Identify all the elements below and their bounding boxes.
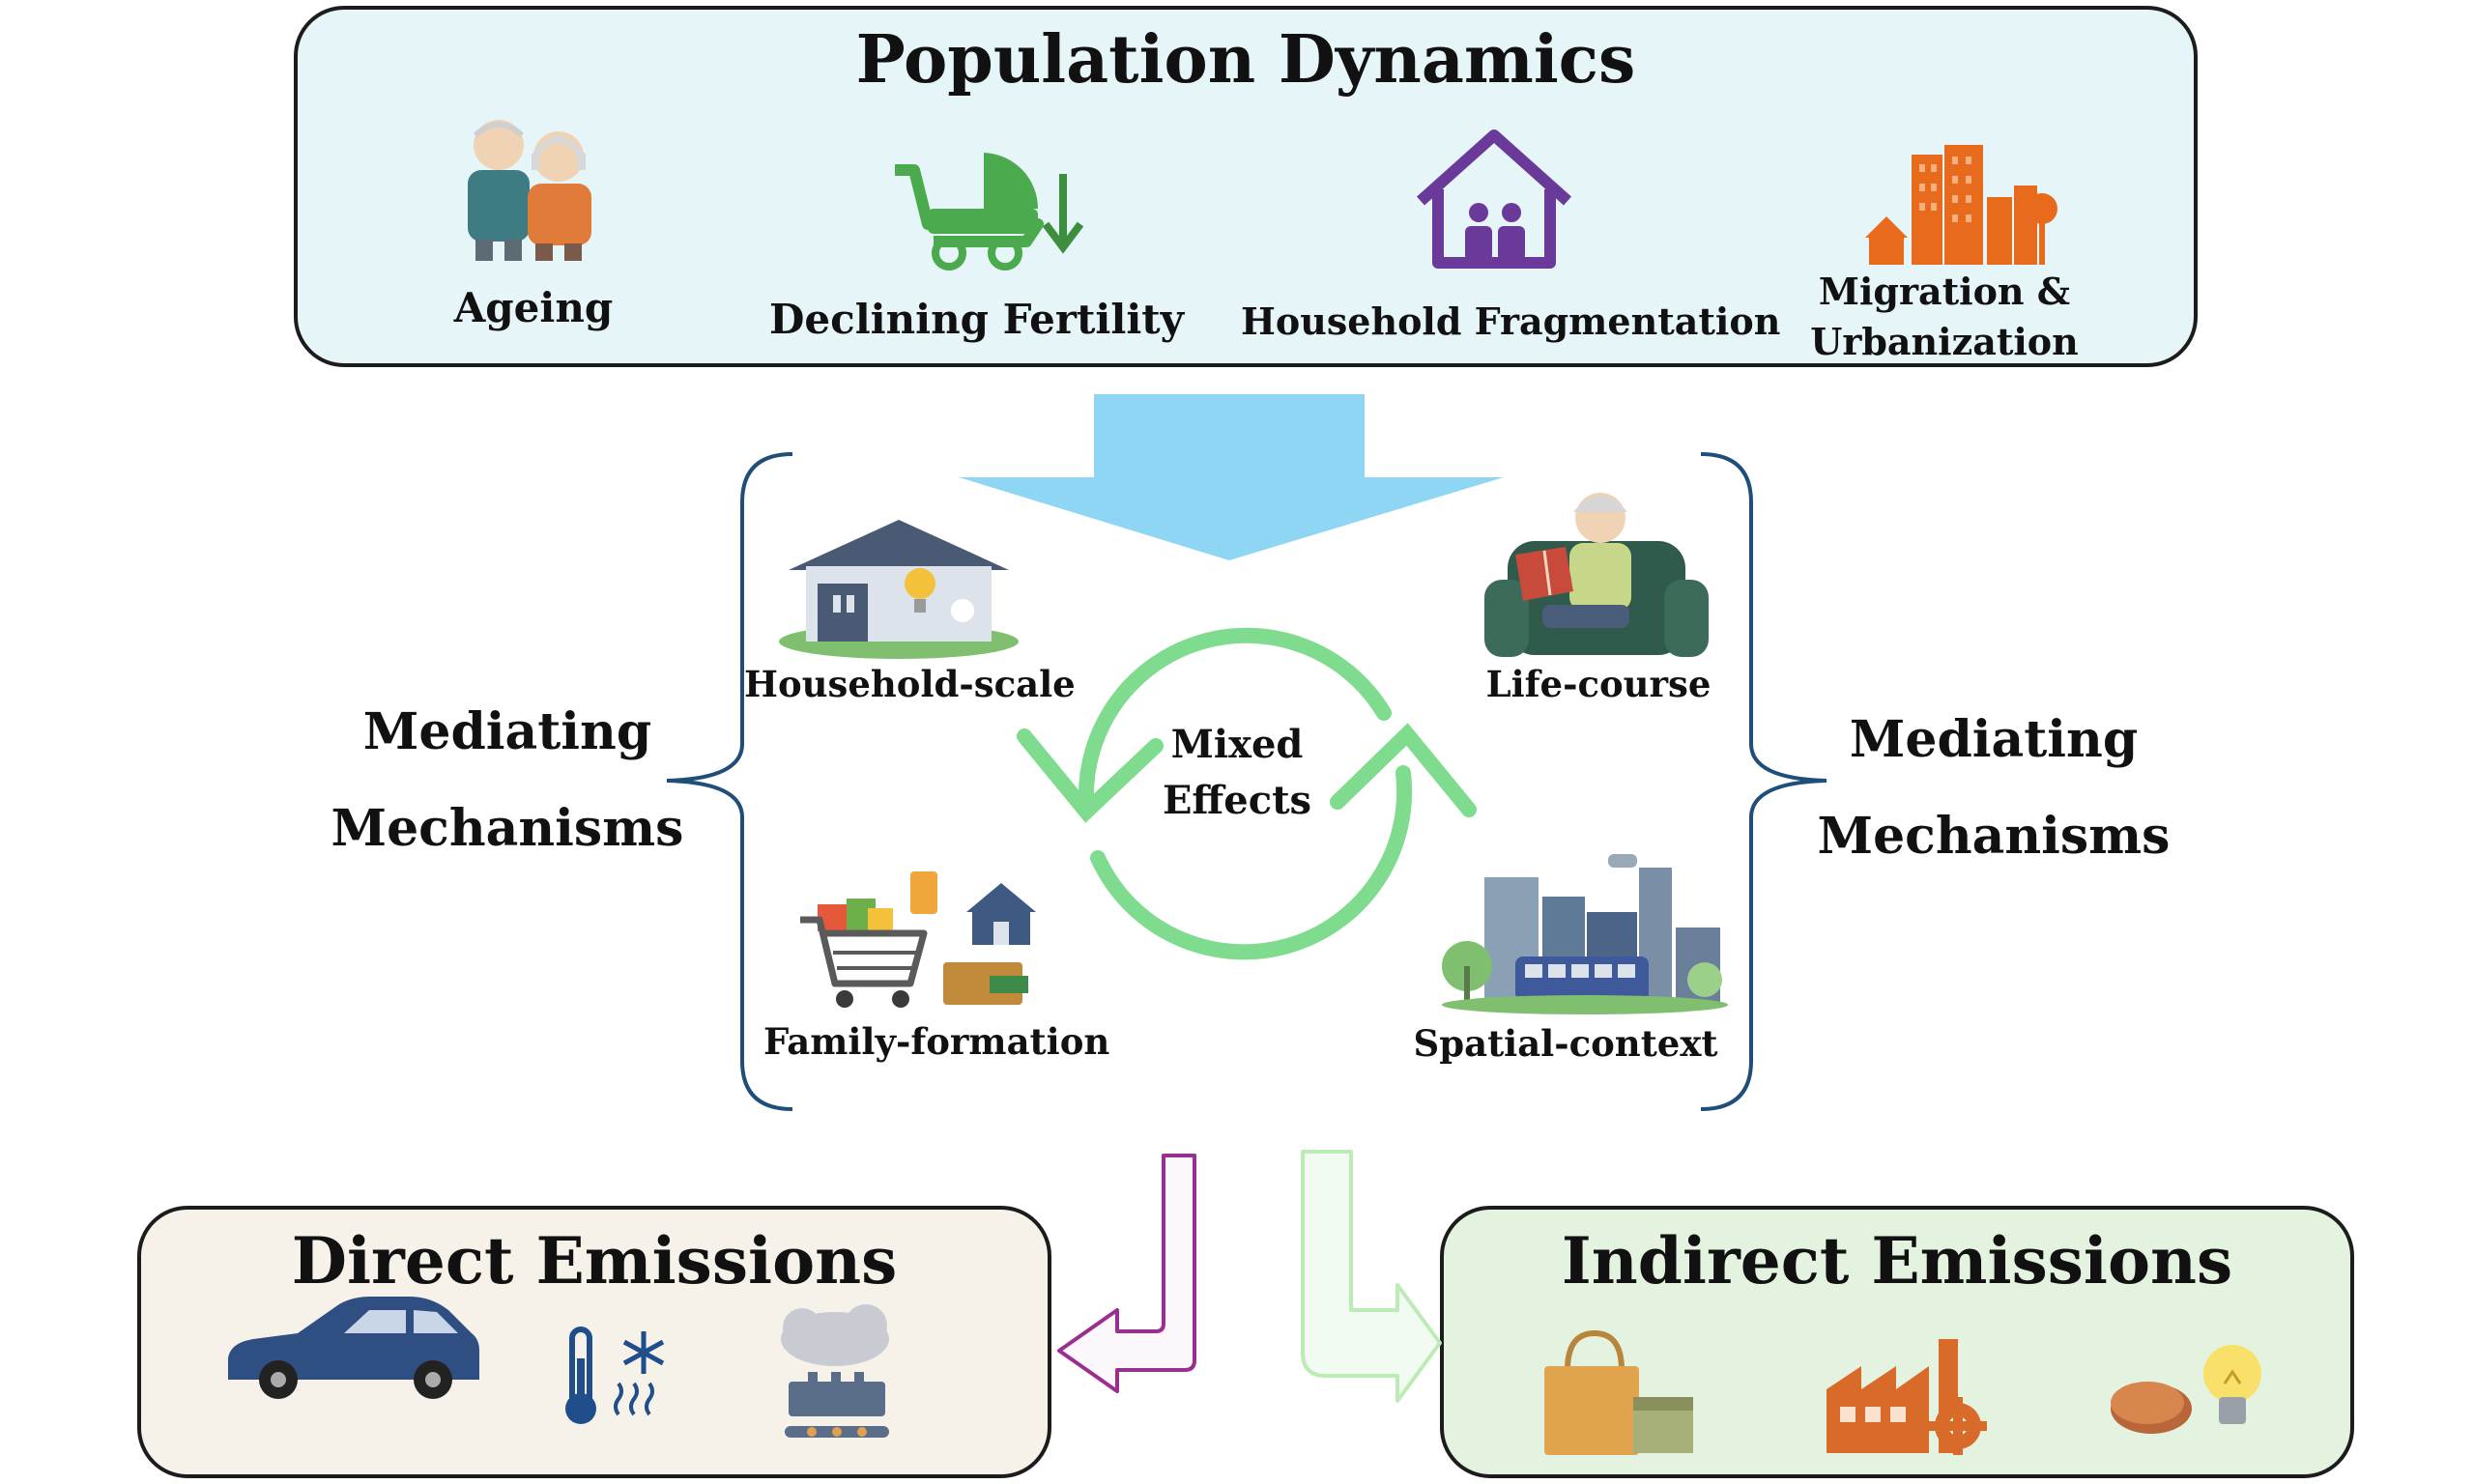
car-icon [228, 1297, 479, 1399]
elderly-couple-icon [468, 120, 591, 261]
baby-stroller-icon [895, 153, 1084, 271]
mediating-mechanisms-left-label: Mediating Mechanisms [331, 702, 684, 858]
urban-transit-icon [1442, 854, 1728, 1014]
migration-urbanization-label: Migration & Urbanization [1810, 270, 2079, 363]
life-course-label: Life-course [1485, 663, 1712, 705]
right-brace [1700, 452, 1827, 1111]
mixed-effects-cycle-icon [1017, 627, 1477, 960]
indirect-emissions-arrow [1301, 1150, 1442, 1403]
spatial-context-label: Spatial-context [1413, 1022, 1718, 1065]
family-formation-label: Family-formation [763, 1020, 1110, 1063]
city-buildings-icon [1865, 145, 2057, 265]
ageing-label: Ageing [453, 284, 614, 331]
household-scale-label: Household-scale [744, 663, 1076, 705]
thermometer-snowflake-icon [565, 1327, 665, 1424]
shopping-cart-icon [800, 871, 1036, 1008]
mixed-effects-label: Mixed Effects [1162, 722, 1312, 823]
direct-emissions-title: Direct Emissions [291, 1223, 898, 1298]
direct-emissions-arrow [1057, 1154, 1196, 1393]
house-family-icon [1416, 129, 1572, 269]
shopping-bag-icon [1544, 1329, 1693, 1455]
left-brace [666, 452, 793, 1111]
household-icon [779, 520, 1019, 659]
declining-fertility-label: Declining Fertility [769, 296, 1185, 343]
big-down-arrow [959, 394, 1504, 560]
indirect-emissions-title: Indirect Emissions [1561, 1223, 2233, 1298]
coin-lightbulb-icon [2111, 1345, 2261, 1434]
elderly-reading-icon [1484, 493, 1709, 657]
household-fragmentation-label: Household Fragmentation [1241, 300, 1781, 343]
population-dynamics-title: Population Dynamics [855, 21, 1636, 99]
mediating-mechanisms-right-label: Mediating Mechanisms [1817, 710, 2171, 866]
co2-factory-icon [781, 1304, 889, 1438]
population-dynamics-box [294, 6, 2198, 367]
factory-gear-icon [1827, 1339, 1987, 1455]
